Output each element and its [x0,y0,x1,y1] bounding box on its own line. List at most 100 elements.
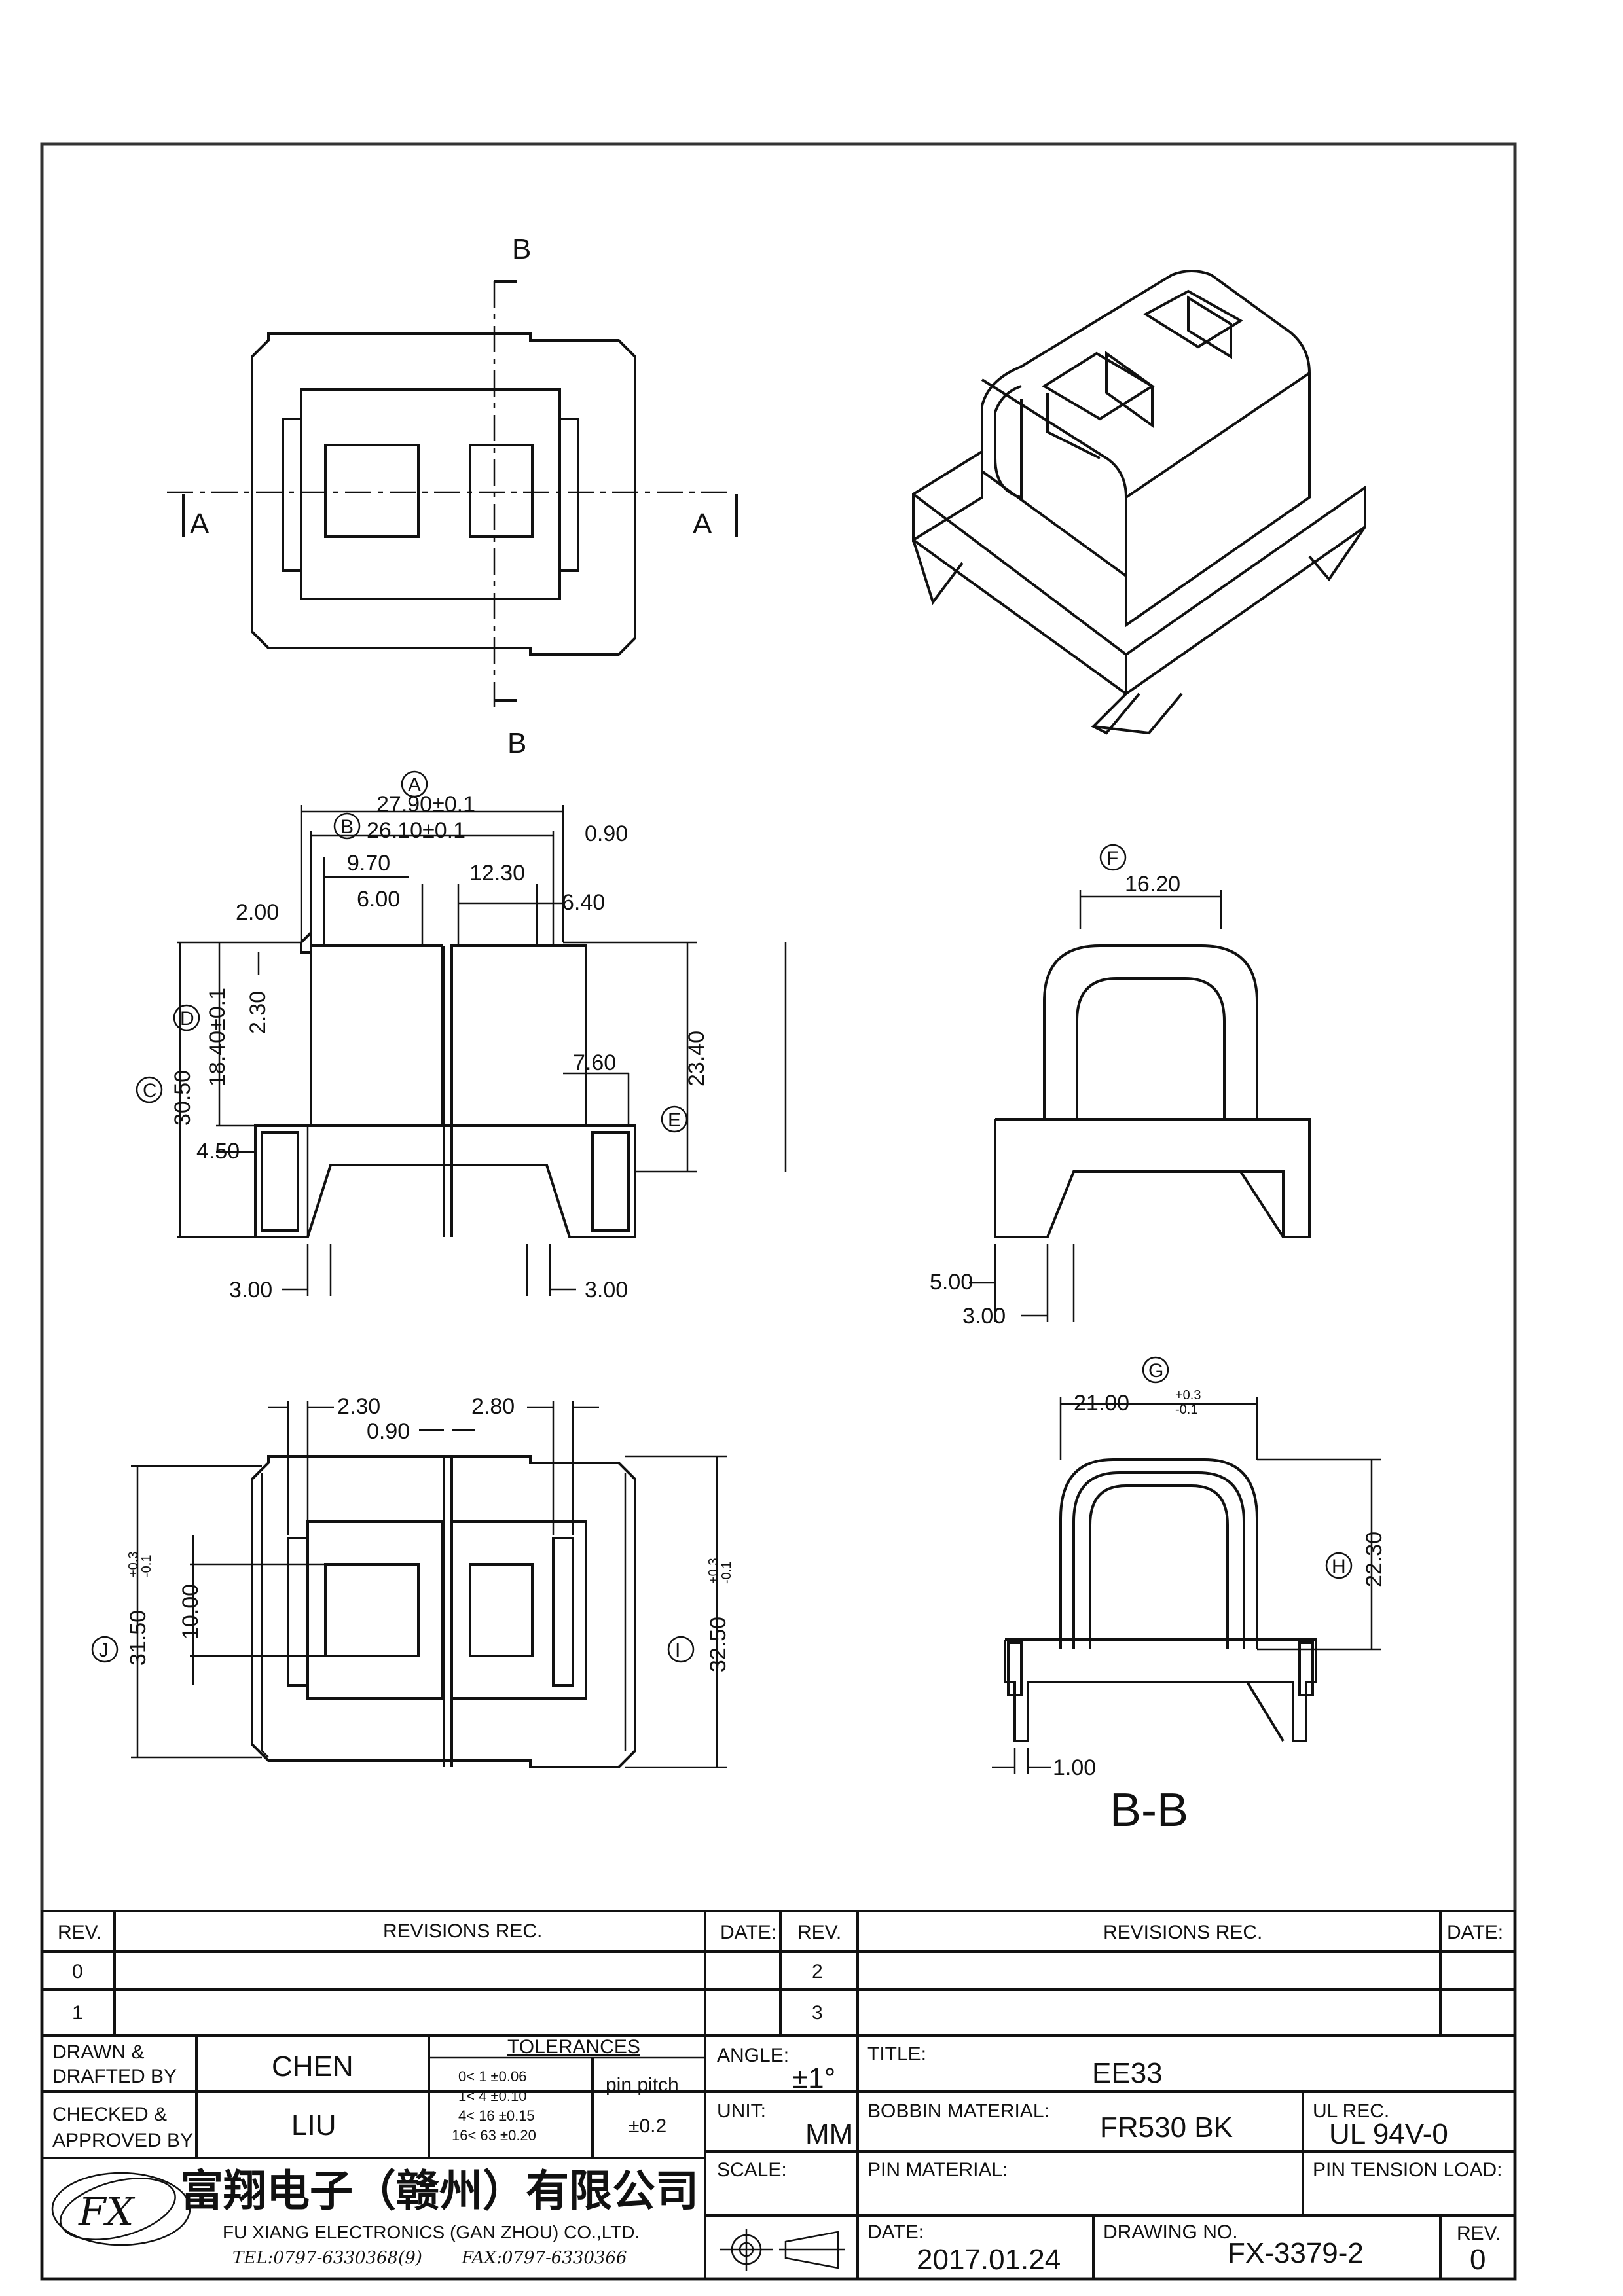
section-mark-b-top: B [512,233,531,265]
dim-j-tolerance-sup: +0.3 [126,1552,141,1577]
dim-300-right: 3.00 [585,1278,628,1302]
circle-label-c: C [143,1080,157,1102]
drawing-no-label: DRAWING NO. [1103,2221,1238,2243]
rev-label: REV. [1457,2223,1501,2244]
top-view: B B A A [167,233,738,759]
dim-2340: 23.40 [684,1031,709,1086]
pin-pitch-label: pin pitch [606,2074,679,2096]
circle-label-j: J [99,1640,109,1661]
circle-label-d: D [180,1008,194,1030]
approved-by-value: LIU [291,2109,336,2142]
angle-label: ANGLE: [717,2045,789,2066]
logo-lettering: FX [78,2189,136,2235]
unit-value: MM [805,2118,853,2150]
date-header-right: DATE: [1447,1922,1503,1943]
dim-bottom-280: 2.80 [471,1394,515,1419]
dim-200: 2.00 [236,900,279,925]
dim-970: 9.70 [347,851,390,876]
ul-rec-label: UL REC. [1313,2100,1389,2122]
isometric-view [912,270,1366,735]
dim-b: 26.10±0.1 [367,818,465,843]
dim-c: 30.50 [170,1070,195,1126]
drawing-no-value: FX-3379-2 [1228,2237,1364,2269]
dim-bottom-090: 0.90 [367,1419,410,1444]
ul-rec-value: UL 94V-0 [1329,2118,1448,2150]
dim-600: 6.00 [357,887,400,912]
pin-tension-label: PIN TENSION LOAD: [1313,2159,1503,2181]
title-value: EE33 [1092,2057,1163,2089]
angle-value: ±1° [792,2062,835,2094]
projection-symbol-icon [720,2229,845,2271]
dim-1230: 12.30 [469,861,525,886]
circle-label-h: H [1332,1556,1346,1577]
dim-640: 6.40 [562,890,605,915]
front-view: A 27.90±0.1 B 26.10±0.1 0.90 9.70 12.30 … [136,770,787,1302]
dim-300-left: 3.00 [229,1278,272,1302]
section-mark-a-right: A [693,508,712,540]
dim-bottom-1000: 10.00 [178,1584,203,1640]
drawn-label-1: DRAWN & [52,2041,145,2063]
dim-g-tolerance-sup: +0.3 [1175,1388,1201,1403]
company-tel: TEL:0797-6330368(9) [232,2248,422,2268]
rev-header-left: REV. [58,1922,101,1943]
circle-label-g: G [1148,1360,1163,1382]
circle-label-e: E [668,1109,681,1131]
dim-g-tolerance-sub: -0.1 [1175,1403,1197,1417]
tolerance-row-1: 0< 1 ±0.06 [458,2068,526,2085]
dim-230: 2.30 [246,991,270,1034]
unit-label: UNIT: [717,2100,766,2122]
dim-f: 16.20 [1125,872,1180,897]
company-fax: FAX:0797-6330366 [461,2248,627,2268]
scale-label: SCALE: [717,2159,787,2181]
dim-450: 4.50 [196,1139,240,1164]
title-label: TITLE: [867,2043,926,2065]
company-name-english: FU XIANG ELECTRONICS (GAN ZHOU) CO.,LTD. [223,2222,640,2242]
tolerance-row-4: 16< 63 ±0.20 [452,2127,536,2144]
section-mark-b-bottom: B [507,727,526,759]
checked-label-1: CHECKED & [52,2104,167,2125]
rev-header-right: REV. [797,1922,841,1943]
dim-090: 0.90 [585,821,628,846]
rev-row-0: 0 [72,1961,83,1982]
bobbin-material-value: FR530 BK [1100,2111,1233,2144]
rev-row-3: 3 [812,2002,823,2024]
fx-logo-icon: FX [51,2172,191,2246]
dim-i-tolerance-sub: -0.1 [720,1562,734,1584]
pin-pitch-value: ±0.2 [629,2115,666,2137]
dim-d: 18.40±0.1 [205,988,230,1086]
tolerance-row-2: 1< 4 ±0.10 [458,2088,526,2104]
pin-material-label: PIN MATERIAL: [867,2159,1008,2181]
dim-300-side: 3.00 [962,1304,1006,1329]
circle-label-a: A [408,774,421,796]
date-value: 2017.01.24 [917,2244,1061,2276]
dim-bottom-230: 2.30 [337,1394,380,1419]
side-view: F 16.20 5.00 3.00 [930,844,1311,1329]
section-view-bb: G 21.00 +0.3 -0.1 22.30 H 1.00 B-B [992,1356,1387,1837]
dim-500: 5.00 [930,1270,973,1295]
revisions-rec-header-left: REVISIONS REC. [383,1920,542,1942]
tolerance-row-3: 4< 16 ±0.15 [458,2108,535,2124]
checked-label-2: APPROVED BY [52,2130,193,2151]
tolerances-title: TOLERANCES [507,2036,640,2058]
dim-i: 32.50 [706,1617,731,1672]
dim-j-tolerance-sub: -0.1 [139,1555,154,1577]
title-block: DRAWN & DRAFTED BY CHEN CHECKED & APPROV… [41,2034,1516,2280]
circle-label-f: F [1106,848,1118,869]
dim-i-tolerance-sup: +0.3 [706,1558,721,1584]
rev-row-2: 2 [812,1961,823,1982]
date-label: DATE: [867,2221,924,2243]
dim-j: 31.50 [126,1610,151,1666]
section-label-bb: B-B [1110,1784,1188,1837]
dim-100: 1.00 [1053,1755,1096,1780]
rev-value: 0 [1470,2244,1486,2276]
rev-row-1: 1 [72,2002,83,2024]
revisions-rec-header-right: REVISIONS REC. [1103,1922,1262,1943]
bobbin-material-label: BOBBIN MATERIAL: [867,2100,1049,2122]
date-header-left: DATE: [720,1922,776,1943]
circle-label-i: I [675,1640,680,1661]
dim-a: 27.90±0.1 [376,792,475,817]
bottom-view: 2.30 2.80 0.90 10.00 31.50 +0.3 -0.1 J 3… [91,1394,734,1768]
section-mark-a-left: A [190,508,210,540]
dim-h: 22.30 [1362,1532,1387,1587]
